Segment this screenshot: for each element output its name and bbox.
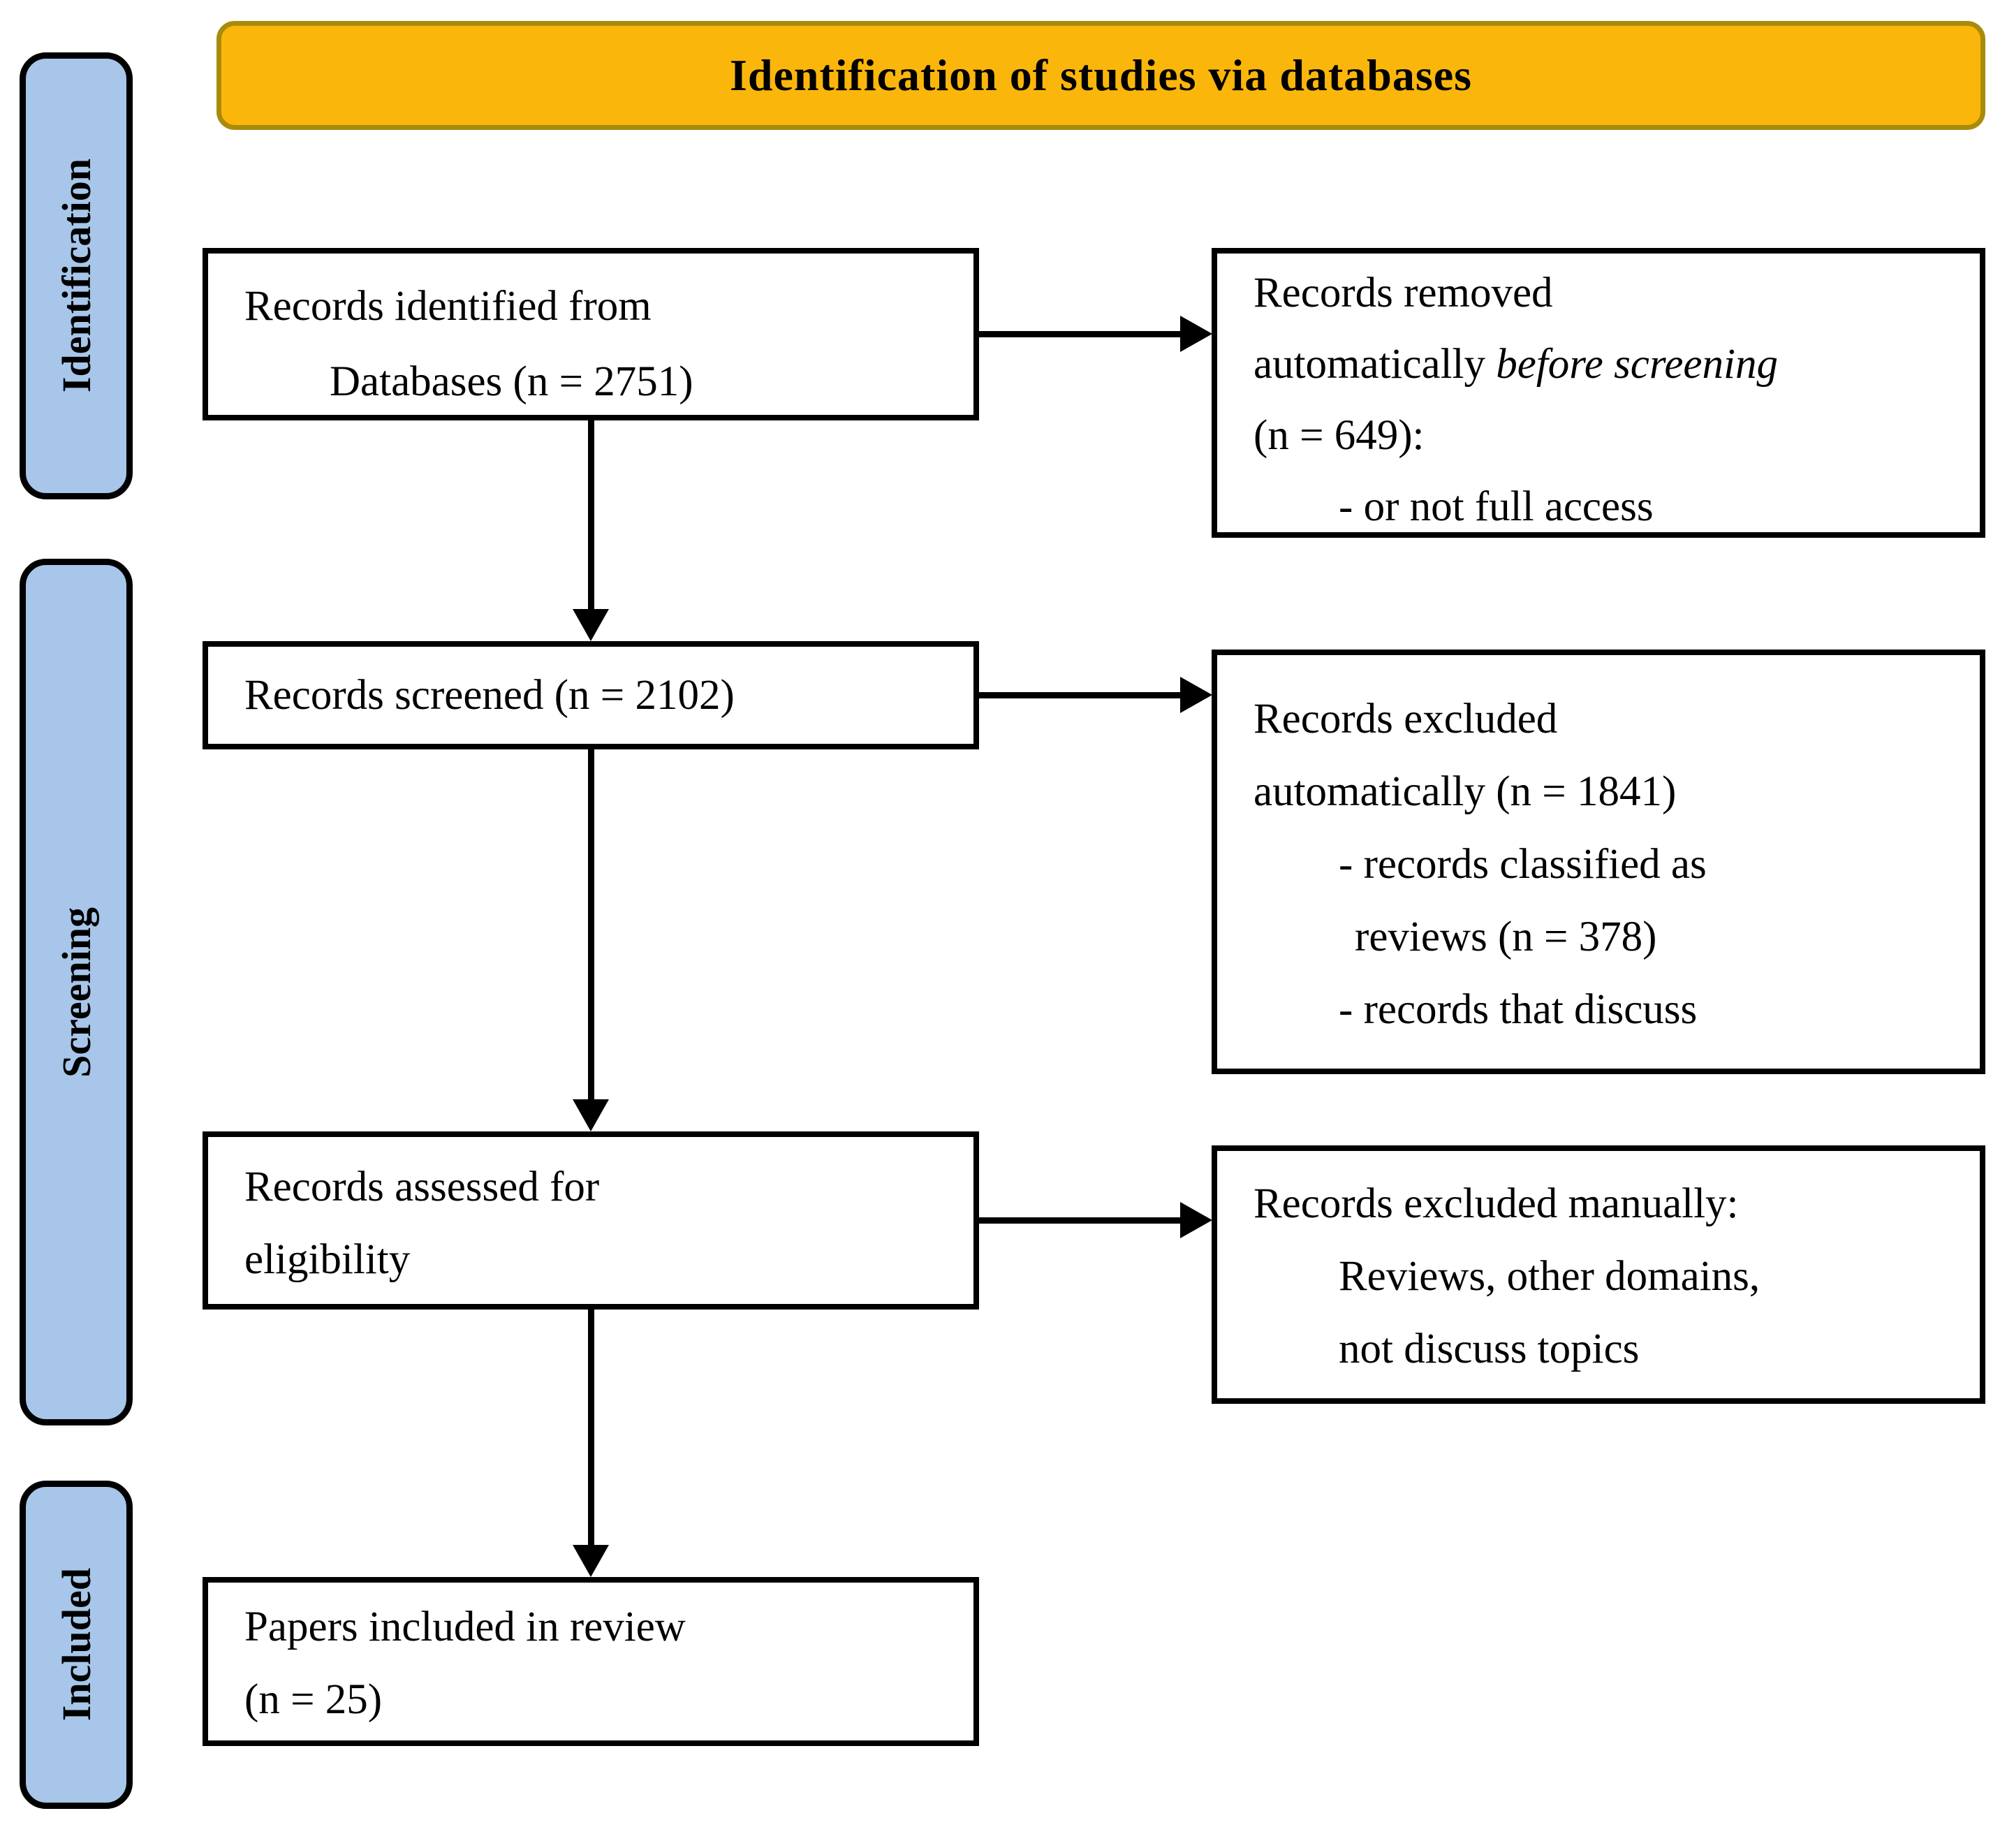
box-line: - records classified as [1339,841,1707,888]
box-line: eligibility [244,1236,411,1283]
box-line: Papers included in review [244,1604,686,1650]
box-records-identified: Records identified from Databases (n = 2… [203,248,979,420]
stage-screening-label: Screening [53,907,99,1078]
box-line: - or not full access [1339,483,1654,530]
stage-identification-label: Identification [53,159,99,393]
box-line: Records excluded [1254,696,1558,742]
box-records-removed: Records removed automatically before scr… [1212,248,1985,538]
box-line: (n = 25) [244,1676,383,1723]
arrow-head [573,1545,609,1577]
box-line: Reviews, other domains, [1339,1253,1760,1300]
box-line: Records screened (n = 2102) [244,671,735,719]
arrow-head [1180,677,1212,713]
box-line: - records that discuss [1339,986,1698,1033]
arrow-head [1180,316,1212,352]
arrow-line [979,331,1183,337]
arrow-line [588,749,594,1101]
box-line: not discuss topics [1339,1326,1640,1372]
arrow-line [979,1217,1183,1224]
arrow-line [979,692,1183,698]
arrow-line [588,420,594,610]
box-records-excluded-auto: Records excluded automatically (n = 1841… [1212,650,1985,1074]
stage-included-label: Included [53,1568,99,1722]
box-line: Records excluded manually: [1254,1180,1739,1227]
box-line: Records removed [1254,270,1553,316]
stage-identification: Identification [20,52,133,499]
box-papers-included: Papers included in review (n = 25) [203,1577,979,1746]
stage-screening: Screening [20,559,133,1425]
box-line: automatically (n = 1841) [1254,768,1677,815]
box-line: (n = 649): [1254,412,1425,459]
box-records-excluded-manual: Records excluded manually: Reviews, othe… [1212,1145,1985,1404]
arrow-head [573,609,609,641]
before-screening-italic: before screening [1496,341,1778,388]
header-banner: Identification of studies via databases [216,21,1985,130]
box-line: automatically before screening [1254,341,1778,388]
arrow-head [573,1099,609,1131]
box-line: Databases (n = 2751) [330,358,693,405]
box-records-screened: Records screened (n = 2102) [203,641,979,749]
box-line: Records identified from [244,283,652,330]
box-records-assessed: Records assessed for eligibility [203,1131,979,1310]
stage-included: Included [20,1481,133,1809]
header-title: Identification of studies via databases [729,50,1473,100]
box-line: reviews (n = 378) [1355,914,1657,960]
arrow-line [588,1310,594,1546]
arrow-head [1180,1202,1212,1238]
box-line: Records assessed for [244,1164,600,1210]
